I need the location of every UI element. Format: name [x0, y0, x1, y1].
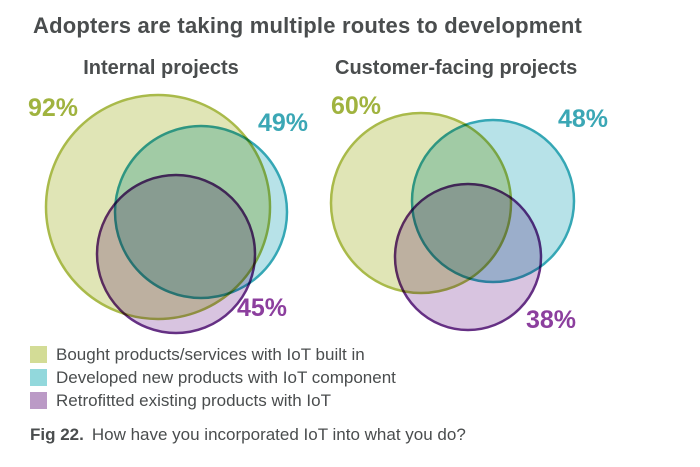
retrofitted-swatch-icon	[30, 392, 47, 409]
internal-developed-pct: 49%	[258, 109, 309, 137]
customer-bought-pct: 60%	[331, 92, 382, 120]
internal-venn	[44, 93, 289, 335]
legend-item-label: Retrofitted existing products with IoT	[56, 390, 331, 410]
developed-swatch-icon	[30, 369, 47, 386]
legend-item-developed: Developed new products with IoT componen…	[30, 366, 396, 389]
figure-caption-text: How have you incorporated IoT into what …	[91, 425, 466, 444]
legend-item-label: Bought products/services with IoT built …	[56, 344, 365, 364]
customer-developed-pct: 48%	[558, 105, 609, 133]
legend-item-label: Developed new products with IoT componen…	[56, 367, 396, 387]
customer-venn	[329, 111, 576, 332]
bought-swatch-icon	[30, 346, 47, 363]
figure-number: Fig 22.	[30, 425, 84, 444]
internal-retrofitted-pct: 45%	[237, 294, 288, 322]
internal-bought-pct: 92%	[28, 94, 79, 122]
figure-caption: Fig 22. How have you incorporated IoT int…	[30, 425, 466, 445]
legend-item-retrofitted: Retrofitted existing products with IoT	[30, 389, 396, 412]
customer-retrofitted-circle	[393, 182, 543, 332]
legend-item-bought: Bought products/services with IoT built …	[30, 343, 396, 366]
internal-projects-title: Internal projects	[83, 57, 239, 79]
customer-retrofitted-pct: 38%	[526, 306, 577, 334]
legend: Bought products/services with IoT built …	[30, 343, 396, 412]
internal-retrofitted-circle	[95, 173, 257, 335]
page-title: Adopters are taking multiple routes to d…	[33, 13, 583, 38]
customer-facing-projects-title: Customer-facing projects	[335, 57, 578, 79]
